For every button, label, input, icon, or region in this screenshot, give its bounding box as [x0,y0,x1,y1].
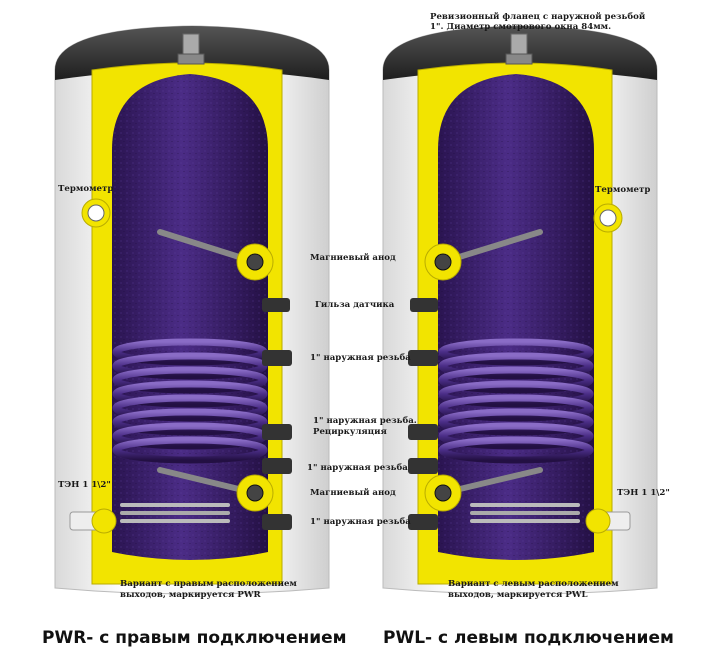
pipe-fittings [408,298,438,530]
label-ten-right: ТЭН 1 1\2" [617,488,670,498]
caption-pwl: PWL- с левым подключением [383,628,674,648]
label-pwl-note-line2: выходов, маркируется PWL [448,590,588,600]
boiler-pwr [54,25,330,595]
label-pwr-note-line2: выходов, маркируется PWR [120,590,261,600]
heater-element [120,503,230,523]
boiler-pwl [382,25,658,595]
label-pwr-note-line1: Вариант с правым расположением [120,579,297,589]
heat-coil [112,338,268,464]
label-thermometer-left: Термометр [58,184,114,194]
label-flange-line2: 1". Диаметр смотрового окна 84мм. [430,22,612,32]
heat-coil [438,338,594,464]
pipe-fittings [262,298,292,530]
label-sensor-sleeve: Гильза датчика [315,300,395,310]
label-thermometer-right: Термометр [595,185,651,195]
heater-element [470,503,580,523]
label-pwl-note-line1: Вариант с левым расположением [448,579,619,589]
label-flange-line1: Ревизионный фланец с наружной резьбой [430,12,646,22]
label-thread-2: 1" наружная резьба [307,463,408,473]
label-anode-bottom: Магниевый анод [310,488,396,498]
label-recirc-line2: Рециркуляция [313,427,387,437]
label-anode-top: Магниевый анод [310,253,396,263]
label-thread-3: 1" наружная резьба [310,517,411,527]
label-thread-1: 1" наружная резьба [310,353,411,363]
label-recirc-line1: 1" наружная резьба. [313,416,417,426]
caption-pwr: PWR- с правым подключением [42,628,347,648]
label-ten-left: ТЭН 1 1\2" [58,480,111,490]
